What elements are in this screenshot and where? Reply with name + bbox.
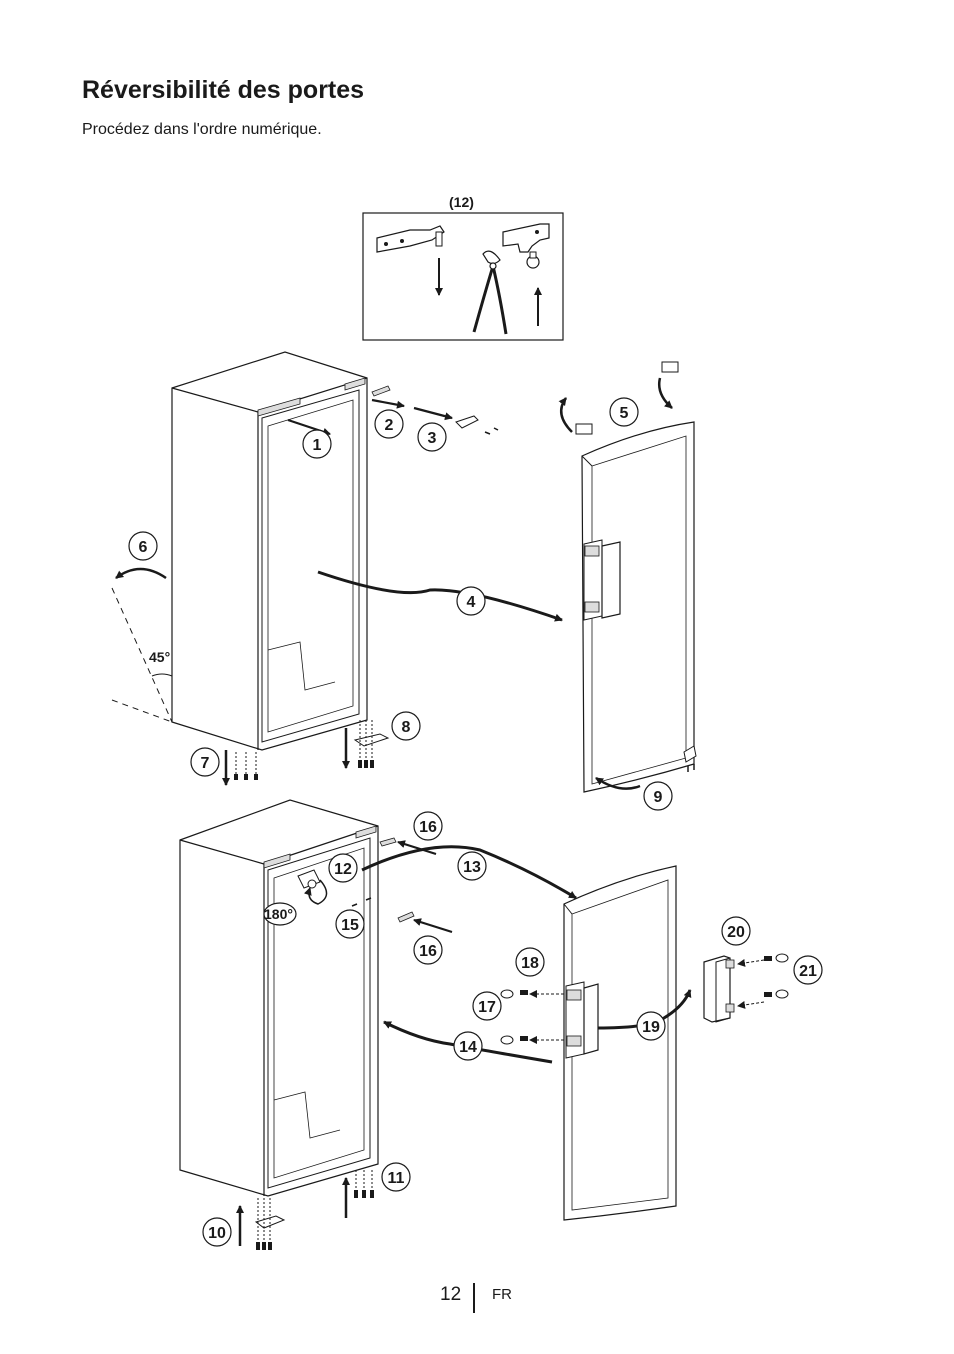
step-bubble: 12 — [328, 853, 358, 883]
svg-text:1: 1 — [313, 437, 322, 454]
step-bubble: 13 — [457, 851, 487, 881]
step-bubble: 5 — [609, 397, 639, 427]
page-title: Réversibilité des portes — [82, 76, 365, 104]
svg-text:5: 5 — [620, 405, 629, 422]
step-bubble: 21 — [793, 955, 823, 985]
inset-label: (12) — [449, 194, 474, 210]
step-bubble: 19 — [636, 1011, 666, 1041]
fridge-upper: 45° — [111, 351, 563, 786]
svg-text:4: 4 — [467, 594, 476, 611]
step-bubble: 8 — [391, 711, 421, 741]
svg-text:6: 6 — [139, 539, 148, 556]
svg-text:8: 8 — [402, 719, 411, 736]
svg-text:19: 19 — [642, 1019, 660, 1036]
language-code: FR — [492, 1286, 512, 1303]
door-handle-icon — [565, 981, 599, 1059]
step-bubble: 17 — [472, 991, 502, 1021]
svg-text:16: 16 — [419, 943, 437, 960]
svg-text:17: 17 — [478, 999, 496, 1016]
step-bubble: 16 — [413, 811, 443, 841]
svg-text:11: 11 — [388, 1170, 405, 1187]
step-bubble: 9 — [643, 781, 673, 811]
angle-label: 45° — [149, 649, 170, 665]
svg-text:10: 10 — [208, 1225, 226, 1242]
svg-text:18: 18 — [521, 955, 539, 972]
svg-text:16: 16 — [419, 819, 437, 836]
step-bubble: 20 — [721, 916, 751, 946]
svg-text:3: 3 — [428, 430, 437, 447]
svg-text:13: 13 — [463, 859, 481, 876]
hinge-icon — [376, 225, 445, 296]
svg-text:14: 14 — [459, 1039, 477, 1056]
step-bubble: 4 — [456, 586, 486, 616]
step-bubble: 10 — [202, 1217, 232, 1247]
footer-divider — [473, 1283, 475, 1313]
svg-text:9: 9 — [654, 789, 663, 806]
screw-icons — [354, 1170, 374, 1198]
door-lower — [500, 865, 692, 1221]
step-bubble: 11 — [381, 1162, 411, 1192]
screw-icons — [234, 752, 258, 780]
inset-tools-box: (12) — [362, 194, 564, 341]
svg-text:20: 20 — [727, 924, 745, 941]
step-bubble: 18 — [515, 947, 545, 977]
rotation-label: 180° — [264, 906, 293, 922]
svg-text:15: 15 — [341, 917, 359, 934]
svg-text:2: 2 — [385, 417, 394, 434]
handle-assembly — [703, 953, 789, 1023]
step-bubble: 15 — [335, 909, 365, 939]
pliers-icon — [472, 250, 508, 335]
svg-text:21: 21 — [799, 963, 817, 980]
step-bubble: 6 — [128, 531, 158, 561]
step-bubble: 14 — [453, 1031, 483, 1061]
step-bubble: 7 — [190, 747, 220, 777]
step-bubble: 3 — [417, 422, 447, 452]
step-bubble: 2 — [374, 409, 404, 439]
step-bubble: 16 — [413, 935, 443, 965]
step-bubble: 1 — [302, 429, 332, 459]
page-number: 12 — [440, 1284, 462, 1305]
svg-text:7: 7 — [201, 755, 210, 772]
page-subtitle: Procédez dans l'ordre numérique. — [82, 121, 322, 138]
svg-text:12: 12 — [334, 861, 352, 878]
door-upper — [558, 361, 697, 793]
hinge-icon — [254, 1198, 286, 1250]
hinge-icon — [353, 720, 390, 768]
door-handle-icon — [583, 539, 621, 621]
fridge-lower: 180° — [179, 799, 577, 1250]
hinge-icon — [502, 223, 550, 326]
